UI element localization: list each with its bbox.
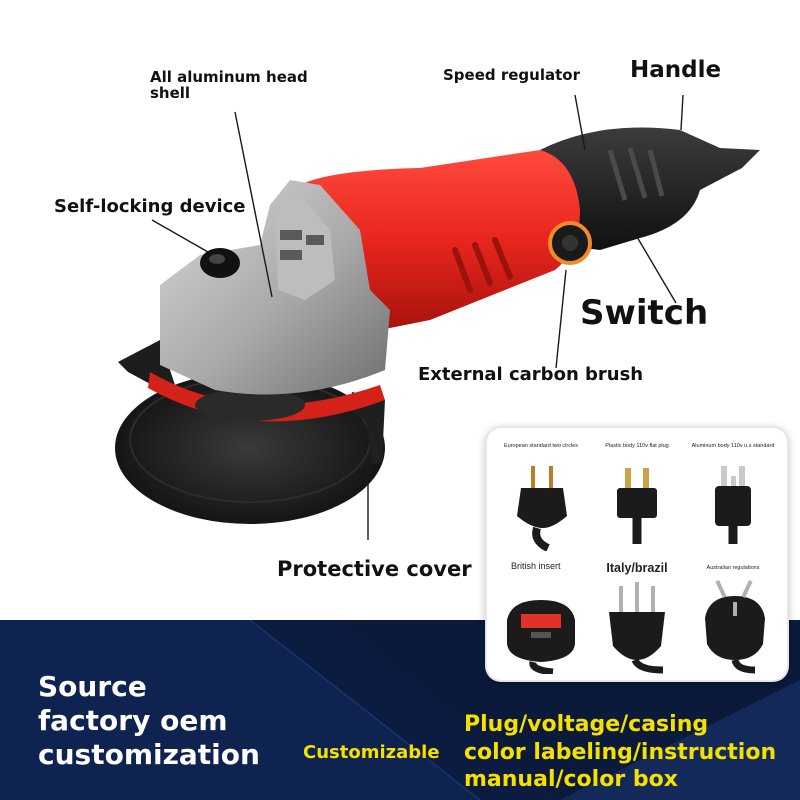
plug-option-uk: British insert — [493, 556, 589, 674]
leader-lines — [151, 94, 684, 540]
plug-options-panel: European standard two circles Plastic bo… — [487, 428, 787, 680]
plug-label: British insert — [511, 561, 561, 571]
option-line-1: Plug/voltage/casing — [464, 712, 709, 737]
uk-plug-icon — [507, 600, 575, 674]
us-ground-plug-icon — [715, 466, 751, 544]
callout-carbon-brush: External carbon brush — [418, 364, 644, 385]
aluminum-head — [160, 180, 390, 395]
plug-label: Plastic body 110v flat plug — [605, 443, 669, 449]
callout-switch: Switch — [580, 293, 709, 333]
plug-option-eu: European standard two circles — [493, 436, 589, 551]
us-flat-plug-icon — [617, 468, 657, 544]
callout-handle: Handle — [630, 57, 722, 83]
plug-label: Aluminum body 110v u.s standard — [691, 443, 775, 449]
banner-line-3: customization — [38, 738, 260, 771]
banner-line-1: Source — [38, 670, 147, 703]
italy-brazil-plug-icon — [609, 582, 665, 674]
plug-label: Italy/brazil — [606, 561, 668, 575]
plug-label: European standard two circles — [504, 443, 578, 449]
callout-protective-cover: Protective cover — [277, 557, 472, 581]
banner-line-2: factory oem — [38, 704, 228, 737]
option-line-2: color labeling/instruction — [464, 740, 777, 765]
angle-grinder-illustration — [115, 94, 760, 540]
plug-option-australia: Australian regulations — [685, 556, 781, 674]
callout-self-locking: Self-locking device — [54, 196, 246, 217]
callout-speed-regulator: Speed regulator — [443, 66, 580, 84]
plug-option-us-ground: Aluminum body 110v u.s standard — [685, 436, 781, 551]
plug-label: Australian regulations — [706, 565, 760, 571]
plug-option-us-flat: Plastic body 110v flat plug — [589, 436, 685, 551]
plug-option-italy-brazil: Italy/brazil — [589, 556, 685, 674]
eu-plug-icon — [517, 466, 567, 551]
handle — [540, 127, 760, 250]
callout-head-shell: All aluminum head shell — [150, 68, 308, 102]
au-plug-icon — [705, 579, 765, 674]
option-line-3: manual/color box — [464, 767, 678, 792]
customizable-label: Customizable — [303, 742, 440, 763]
motor-body — [300, 150, 580, 330]
